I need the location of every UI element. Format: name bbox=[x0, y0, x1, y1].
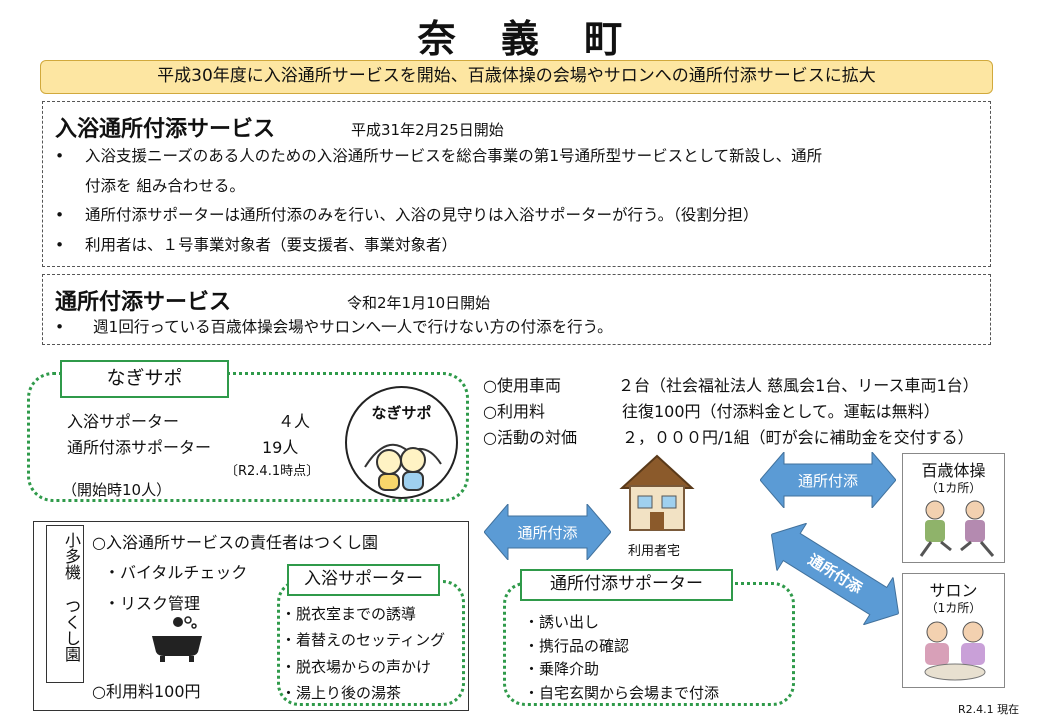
escort-arrow-home-hyakusai: 通所付添 bbox=[760, 452, 896, 508]
facility-type: 小多機 bbox=[62, 532, 81, 580]
bath-escort-service-box: 入浴通所付添サービス 平成31年2月25日開始 •入浴支援ニーズのある人のための… bbox=[42, 101, 991, 267]
list-item: ・脱衣場からの声かけ bbox=[281, 658, 432, 676]
nagisapo-logo-text: なぎサポ bbox=[371, 404, 432, 422]
service2-date: 令和2年1月10日開始 bbox=[347, 294, 491, 312]
escort-supporter-tag: 通所付添サポーター bbox=[520, 569, 733, 601]
fee-label: ○利用料 bbox=[483, 402, 545, 421]
list-item: ・着替えのセッティング bbox=[281, 631, 446, 649]
list-item: ・乗降介助 bbox=[524, 660, 600, 678]
vehicle-value: ２台（社会福祉法人 慈風会1台、リース車両1台） bbox=[618, 376, 979, 395]
facility-name: つくし園 bbox=[62, 598, 81, 662]
service1-date: 平成31年2月25日開始 bbox=[351, 121, 504, 139]
list-item: •週1回行っている百歳体操会場やサロンへ一人で行けない方の付添を行う。 bbox=[55, 318, 613, 336]
bath-supporter-tag: 入浴サポーター bbox=[287, 564, 440, 596]
facility-responsible: ○入浴通所サービスの責任者はつくし園 bbox=[92, 533, 378, 552]
escort-arrow-home-salon: 通所付添 bbox=[757, 511, 914, 638]
hyakusai-name: 百歳体操 bbox=[921, 461, 986, 480]
facility-side-label: 小多機 つくし園 bbox=[46, 525, 84, 683]
exercise-people-icon bbox=[919, 500, 995, 557]
list-item: •入浴支援ニーズのある人のための入浴通所サービスを総合事業の第1号通所型サービス… bbox=[55, 147, 823, 165]
arrow-label: 通所付添 bbox=[517, 524, 578, 542]
salon-people-icon bbox=[924, 621, 986, 681]
escort-supporter-label: 通所付添サポーター bbox=[67, 438, 212, 457]
list-item: ・携行品の確認 bbox=[524, 637, 630, 655]
mascot-icon bbox=[364, 443, 442, 491]
escort-arrow-home-facility: 通所付添 bbox=[484, 504, 611, 560]
home-label: 利用者宅 bbox=[628, 544, 681, 559]
vehicle-label: ○使用車両 bbox=[483, 376, 561, 395]
escort-service-box: 通所付添サービス 令和2年1月10日開始 •週1回行っている百歳体操会場やサロン… bbox=[42, 274, 991, 345]
salon-name: サロン bbox=[929, 581, 978, 600]
arrow-label: 通所付添 bbox=[797, 472, 858, 490]
start-count-note: （開始時10人） bbox=[62, 481, 172, 499]
facility-fee: ○利用料100円 bbox=[92, 682, 201, 701]
reward-label: ○活動の対価 bbox=[483, 428, 577, 447]
list-item: ・湯上り後の湯茶 bbox=[281, 684, 402, 702]
nagisapo-tag: なぎサポ bbox=[60, 360, 229, 398]
list-item: •通所付添サポーターは通所付添のみを行い、入浴の見守りは入浴サポーターが行う。（… bbox=[55, 206, 759, 224]
house-icon bbox=[619, 454, 695, 531]
escort-supporter-count: 19人 bbox=[262, 438, 299, 457]
salon-box: サロン （1カ所） bbox=[902, 573, 1005, 688]
facility-item: ・リスク管理 bbox=[104, 594, 201, 613]
list-item: •利用者は、１号事業対象者（要支援者、事業対象者） bbox=[55, 236, 458, 254]
bath-supporter-label: 入浴サポーター bbox=[67, 412, 180, 431]
nagisapo-logo: なぎサポ bbox=[345, 386, 458, 499]
page-title: 奈 義 町 bbox=[417, 17, 639, 61]
list-item: ・自宅玄関から会場まで付添 bbox=[524, 684, 720, 702]
salon-count: （1カ所） bbox=[925, 601, 982, 615]
nagisapo-group bbox=[27, 372, 469, 502]
fee-value: 往復100円（付添料金として。運転は無料） bbox=[622, 402, 940, 421]
bath-supporter-count: ４人 bbox=[278, 412, 311, 431]
service1-heading: 入浴通所付添サービス bbox=[55, 117, 276, 142]
summary-banner: 平成30年度に入浴通所サービスを開始、百歳体操の会場やサロンへの通所付添サービス… bbox=[40, 60, 993, 94]
list-item: ・誘い出し bbox=[524, 613, 600, 631]
hyakusai-box: 百歳体操 （1カ所） bbox=[902, 453, 1005, 563]
hyakusai-count: （1カ所） bbox=[925, 481, 982, 495]
reward-value: ２，０００円/1組（町が会に補助金を交付する） bbox=[622, 428, 974, 447]
facility-box bbox=[33, 521, 469, 711]
facility-item: ・バイタルチェック bbox=[104, 563, 248, 582]
service2-heading: 通所付添サービス bbox=[55, 290, 232, 315]
as-of-footnote: R2.4.1 現在 bbox=[958, 703, 1020, 716]
list-item: 付添を 組み合わせる。 bbox=[85, 177, 245, 195]
list-item: ・脱衣室までの誘導 bbox=[281, 605, 417, 623]
bathtub-icon bbox=[152, 616, 202, 662]
as-of-note: 〔R2.4.1時点〕 bbox=[225, 464, 320, 479]
